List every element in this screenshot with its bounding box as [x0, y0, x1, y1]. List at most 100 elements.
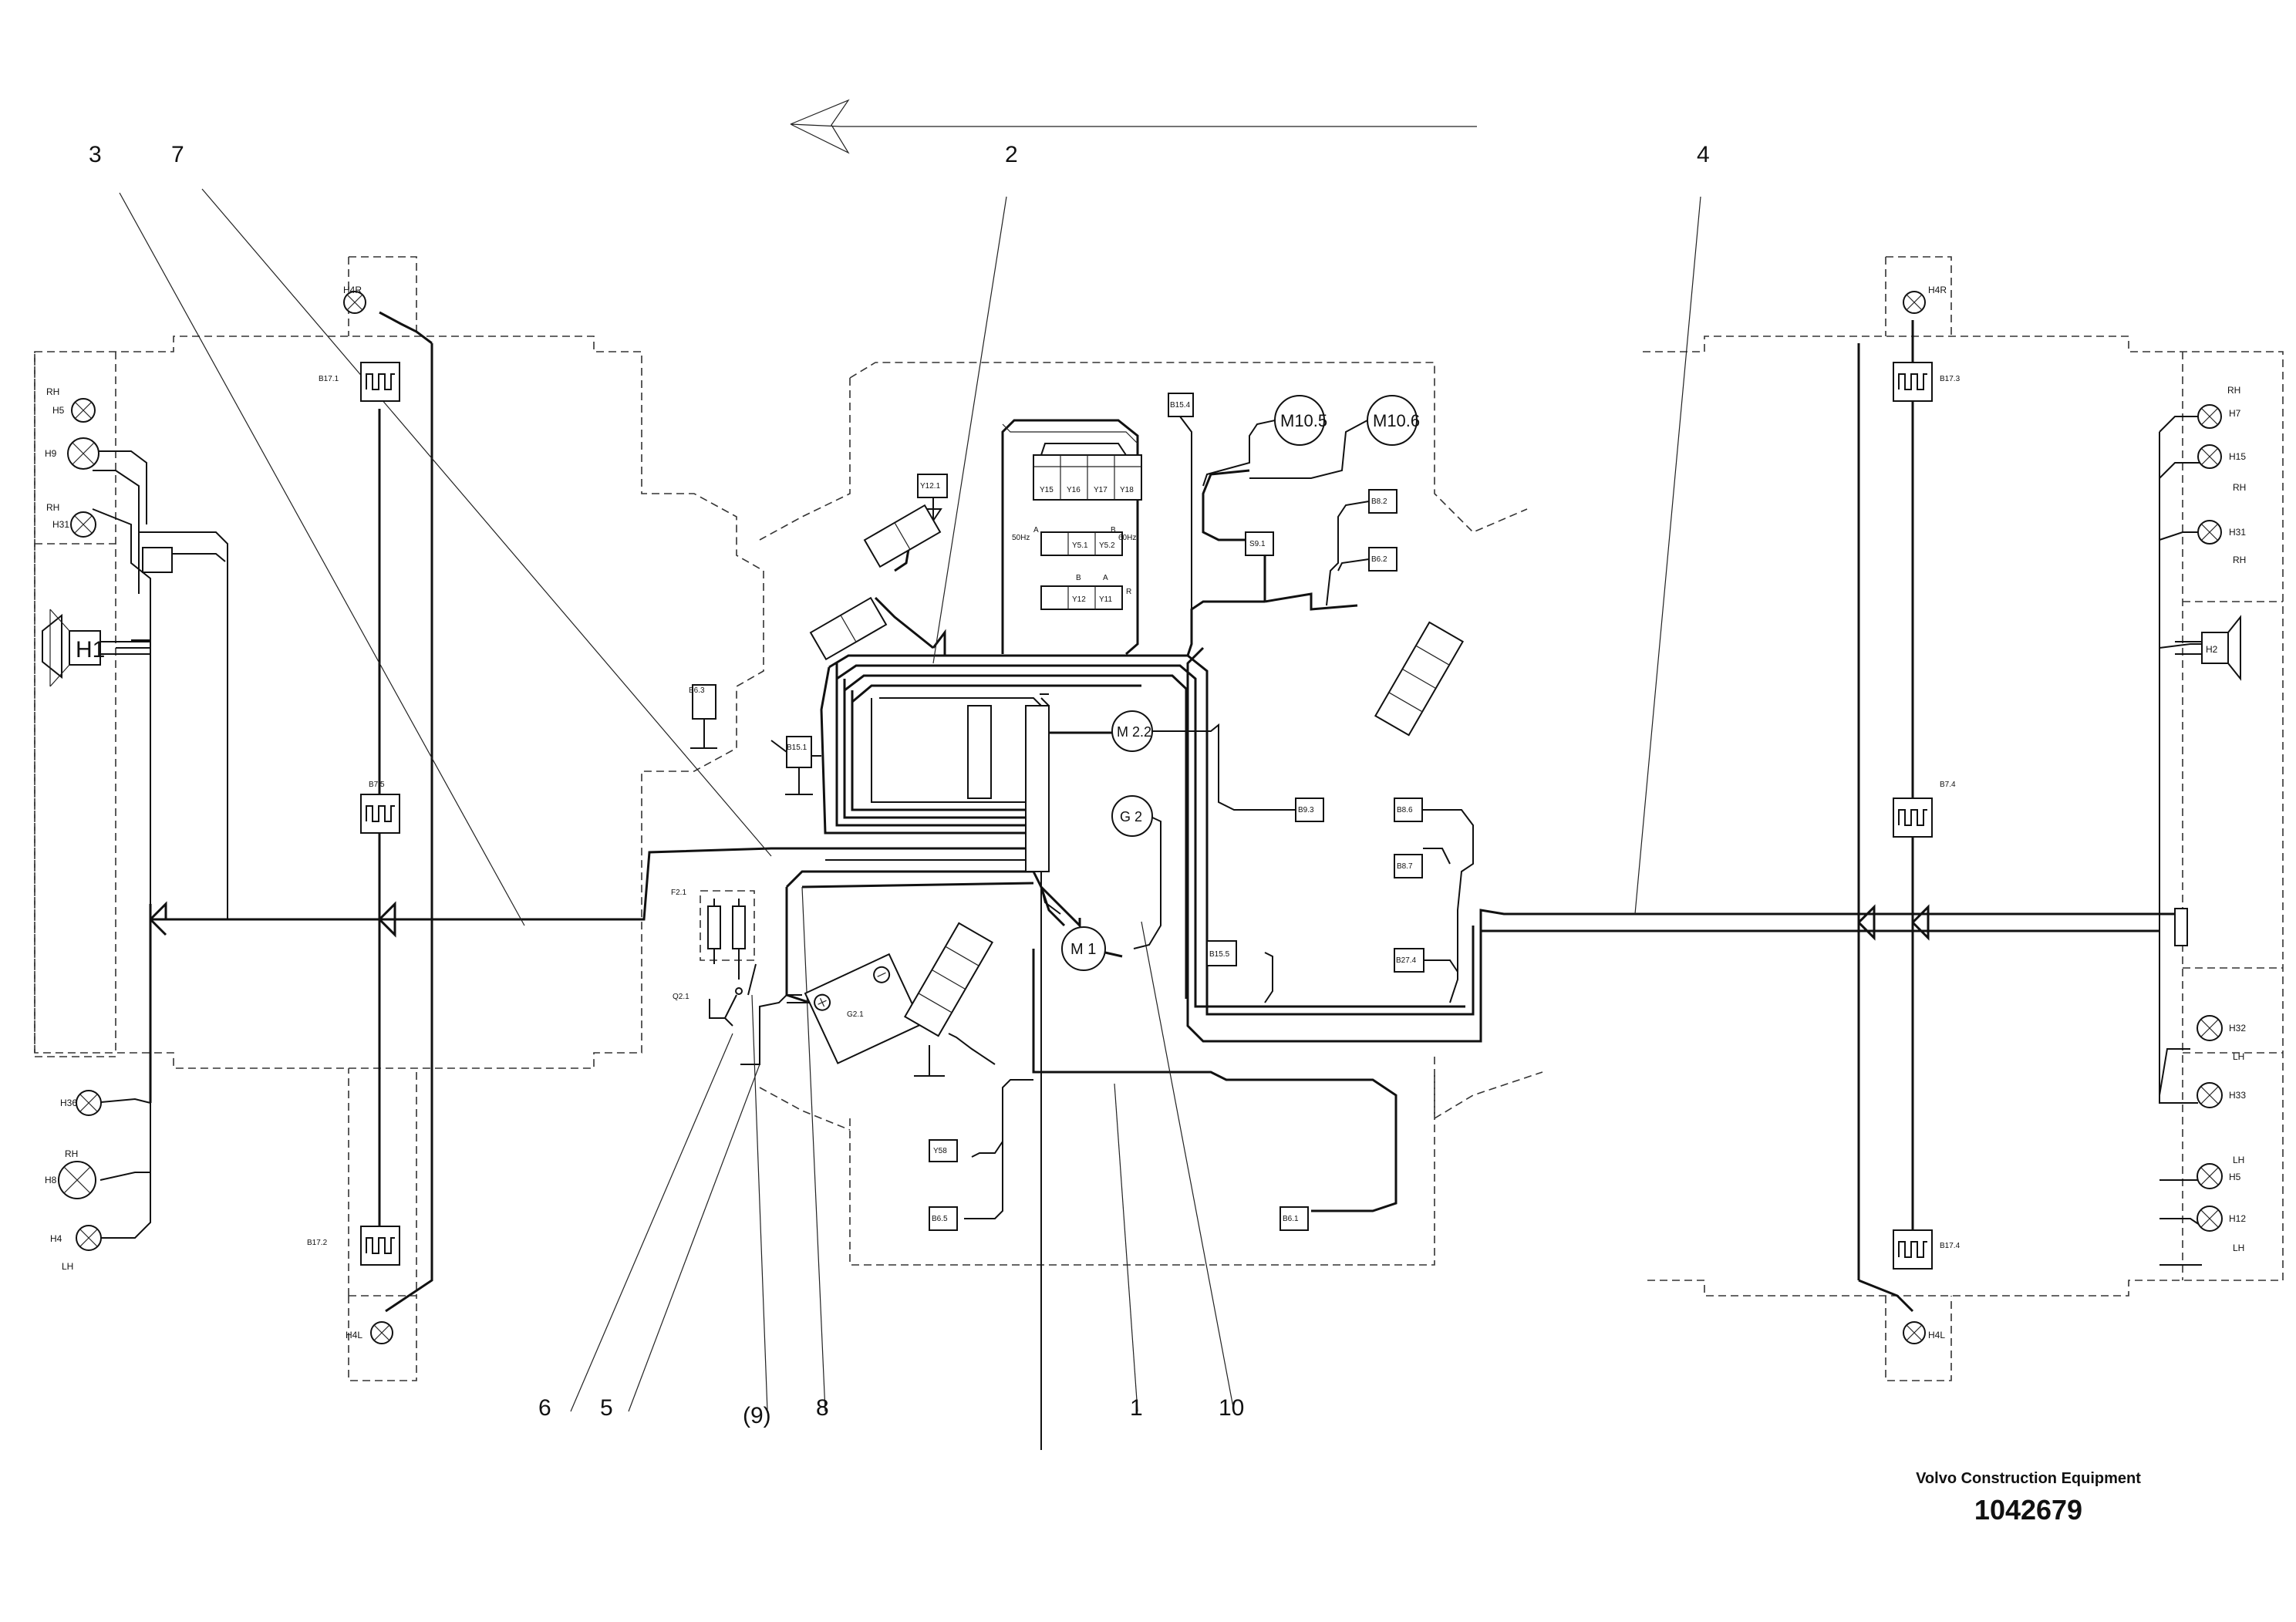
svg-text:B: B	[1111, 526, 1116, 534]
right-lamps: RH H7 H15 RH H31 RH H32 LH H33 LH H5 H12…	[1903, 285, 2246, 1344]
direction-arrow	[790, 99, 1477, 154]
svg-text:R: R	[1126, 588, 1131, 596]
svg-text:H15: H15	[2229, 451, 2246, 462]
lamp-icon	[76, 1090, 102, 1116]
lamp-icon	[2197, 1082, 2223, 1108]
svg-text:A: A	[1103, 574, 1108, 582]
horn-h2: H2	[2175, 615, 2241, 681]
svg-text:B8.6: B8.6	[1397, 806, 1413, 814]
callout-labels: 3 7 2 4 6 5 (9) 8 1 10	[89, 142, 1710, 1428]
svg-text:G2.1: G2.1	[847, 1010, 864, 1019]
svg-text:H4R: H4R	[1928, 285, 1947, 295]
svg-text:Y17: Y17	[1094, 486, 1108, 494]
svg-text:Y11: Y11	[1099, 595, 1112, 604]
svg-text:B15.4: B15.4	[1170, 401, 1191, 410]
svg-text:B: B	[1076, 574, 1081, 582]
lamp-icon	[370, 1321, 393, 1344]
svg-text:RH: RH	[2227, 385, 2240, 396]
lamp-icon	[67, 437, 99, 470]
svg-text:M10.5: M10.5	[1280, 411, 1327, 430]
svg-text:B8.7: B8.7	[1397, 862, 1413, 871]
svg-text:H8: H8	[45, 1175, 57, 1185]
svg-text:B15.1: B15.1	[787, 744, 807, 752]
leader-lines	[119, 188, 1701, 1412]
svg-text:H31: H31	[52, 519, 69, 530]
callout-6: 6	[538, 1395, 551, 1421]
drawing-number: 1042679	[1974, 1494, 2083, 1526]
svg-text:F2.1: F2.1	[671, 889, 686, 897]
svg-text:Y58: Y58	[933, 1147, 947, 1155]
svg-text:B8.2: B8.2	[1371, 497, 1387, 506]
svg-text:60Hz: 60Hz	[1118, 534, 1136, 542]
svg-text:B6.5: B6.5	[932, 1215, 948, 1223]
svg-text:H4L: H4L	[346, 1330, 362, 1340]
svg-text:RH: RH	[2233, 555, 2246, 565]
svg-text:Y15: Y15	[1040, 486, 1054, 494]
lamp-icon	[2197, 1015, 2223, 1041]
svg-text:M10.6: M10.6	[1373, 411, 1420, 430]
svg-text:Q2.1: Q2.1	[673, 993, 689, 1001]
title-block: Volvo Construction Equipment 1042679	[1913, 1469, 2144, 1526]
lamp-icon	[2197, 1163, 2223, 1189]
callout-10: 10	[1219, 1395, 1244, 1421]
svg-text:Y5.1: Y5.1	[1072, 541, 1088, 550]
lamp-icon	[343, 291, 366, 314]
svg-text:LH: LH	[62, 1261, 73, 1272]
svg-text:A: A	[1033, 526, 1039, 534]
svg-text:RH: RH	[46, 386, 59, 397]
svg-text:G 2: G 2	[1120, 809, 1142, 824]
svg-text:B15.5: B15.5	[1209, 950, 1230, 959]
right-sensors: B17.3 B7.4 B17.4	[1893, 362, 1961, 1270]
svg-text:B7.5: B7.5	[369, 781, 385, 789]
svg-text:H1: H1	[76, 637, 105, 663]
svg-text:H31: H31	[2229, 527, 2246, 538]
callout-5: 5	[600, 1395, 613, 1421]
lamp-icon	[70, 511, 96, 538]
harness-wires	[92, 311, 2203, 1450]
left-lamps: RH H5 H9 RH H31 H36 RH H8 H4 LH H4R H4L	[45, 285, 393, 1344]
svg-text:H4: H4	[50, 1233, 62, 1244]
lamp-icon	[71, 398, 96, 423]
svg-text:B17.4: B17.4	[1940, 1242, 1961, 1250]
svg-text:M 1: M 1	[1070, 941, 1096, 958]
svg-text:H4R: H4R	[343, 285, 362, 295]
valve-y6-4	[142, 547, 226, 573]
lamp-icon	[1903, 1321, 1926, 1344]
svg-text:H5: H5	[52, 405, 65, 416]
svg-text:LH: LH	[2233, 1243, 2244, 1253]
lamp-icon	[2197, 520, 2222, 545]
svg-text:LH: LH	[2233, 1155, 2244, 1165]
svg-text:B27.4: B27.4	[1396, 956, 1417, 965]
svg-text:H4L: H4L	[1928, 1330, 1945, 1340]
svg-text:H5: H5	[2229, 1172, 2241, 1182]
callout-8: 8	[816, 1395, 829, 1421]
svg-text:B9.3: B9.3	[1298, 806, 1314, 814]
svg-text:H32: H32	[2229, 1023, 2246, 1034]
svg-text:B17.2: B17.2	[307, 1239, 328, 1247]
svg-text:Y12.1: Y12.1	[920, 482, 941, 491]
callout-4: 4	[1697, 142, 1710, 167]
svg-text:LH: LH	[2233, 1051, 2244, 1062]
lamp-icon	[2197, 404, 2222, 429]
svg-text:H36: H36	[60, 1098, 77, 1108]
callout-2: 2	[1005, 142, 1018, 167]
svg-text:RH: RH	[65, 1148, 78, 1159]
horn-h1: H1	[42, 609, 150, 687]
lamp-icon	[76, 1225, 102, 1251]
svg-text:50Hz: 50Hz	[1012, 534, 1030, 542]
svg-text:H7: H7	[2229, 408, 2241, 419]
callout-9: (9)	[743, 1403, 771, 1428]
svg-text:H2: H2	[2206, 644, 2218, 655]
svg-text:B6.3: B6.3	[689, 686, 705, 695]
lamp-icon	[2197, 444, 2222, 469]
svg-text:RH: RH	[2233, 482, 2246, 493]
svg-text:Y5.2: Y5.2	[1099, 541, 1115, 550]
svg-text:B6.2: B6.2	[1371, 555, 1387, 564]
svg-text:B17.1: B17.1	[319, 375, 339, 383]
svg-text:S9.1: S9.1	[1249, 540, 1266, 548]
manufacturer-name: Volvo Construction Equipment	[1916, 1470, 2141, 1487]
callout-1: 1	[1130, 1395, 1143, 1421]
svg-text:H33: H33	[2229, 1090, 2246, 1101]
